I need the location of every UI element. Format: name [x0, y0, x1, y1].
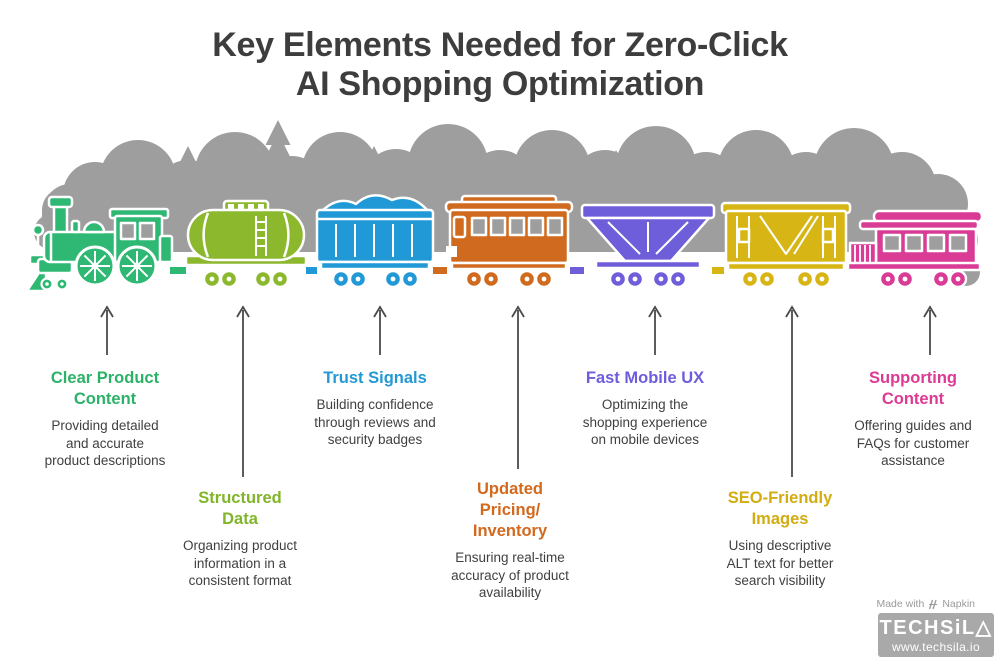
item-title: Updated Pricing/ Inventory	[472, 480, 548, 540]
item-title: SEO-Friendly Images	[727, 489, 833, 528]
boxcar-icon	[720, 201, 852, 289]
caboose-icon	[846, 209, 984, 289]
item-supporting-content: Supporting Content Offering guides and F…	[828, 368, 998, 470]
passenger-car-icon	[444, 194, 574, 289]
hopper-car-icon	[580, 203, 716, 289]
napkin-label: Napkin	[942, 598, 975, 610]
made-with-label: Made with	[876, 598, 925, 610]
item-updated-pricing-inventory: Updated Pricing/ Inventory Ensuring real…	[423, 479, 597, 602]
item-clear-product-content: Clear Product Content Providing detailed…	[18, 368, 192, 470]
train-couplers	[170, 267, 724, 274]
item-description: Organizing product information in a cons…	[182, 538, 298, 588]
item-title: Fast Mobile UX	[585, 369, 705, 387]
item-trust-signals: Trust Signals Building confidence throug…	[288, 368, 462, 449]
item-structured-data: Structured Data Organizing product infor…	[153, 488, 327, 590]
arrow-up-icon	[648, 305, 662, 355]
arrow-up-icon	[511, 305, 525, 469]
steam-locomotive-icon	[25, 195, 174, 293]
arrow-up-icon	[785, 305, 799, 477]
brand-logo: TECHSiL△	[879, 617, 993, 639]
arrow-up-icon	[236, 305, 250, 477]
item-description: Optimizing the shopping experience on mo…	[582, 397, 708, 447]
made-with-napkin: Made with Napkin	[876, 597, 975, 611]
item-title: Clear Product Content	[50, 369, 160, 408]
pointer-arrows	[100, 305, 937, 477]
item-description: Building confidence through reviews and …	[314, 397, 436, 447]
item-title: Structured Data	[198, 489, 282, 528]
arrow-up-icon	[923, 305, 937, 355]
gondola-car-icon	[315, 194, 435, 289]
tank-car-icon	[184, 199, 308, 289]
item-description: Providing detailed and accurate product …	[44, 418, 166, 468]
item-description: Offering guides and FAQs for customer as…	[854, 418, 972, 468]
arrow-up-icon	[373, 305, 387, 355]
item-seo-friendly-images: SEO-Friendly Images Using descriptive AL…	[693, 488, 867, 590]
napkin-icon	[929, 599, 938, 609]
brand-box: TECHSiL△ www.techsila.io	[878, 613, 994, 657]
item-description: Using descriptive ALT text for better se…	[726, 538, 834, 588]
item-title: Supporting Content	[869, 369, 957, 408]
arrow-up-icon	[100, 305, 114, 355]
item-description: Ensuring real-time accuracy of product a…	[451, 550, 569, 600]
item-title: Trust Signals	[323, 369, 427, 387]
brand-url: www.techsila.io	[891, 640, 981, 654]
item-fast-mobile-ux: Fast Mobile UX Optimizing the shopping e…	[558, 368, 732, 449]
page-title: Key Elements Needed for Zero-Click AI Sh…	[212, 26, 788, 103]
